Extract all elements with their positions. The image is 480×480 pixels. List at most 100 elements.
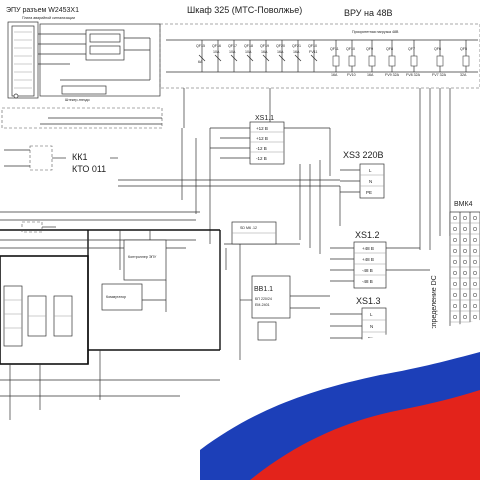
svg-text:QF19: QF19 <box>260 44 269 48</box>
svg-text:FV7 32A: FV7 32A <box>432 73 447 77</box>
kk1-title: КК1 <box>72 152 88 162</box>
svg-text:QF5: QF5 <box>460 47 467 51</box>
svg-text:16A: 16A <box>261 50 268 54</box>
svg-text:N: N <box>370 324 373 329</box>
breaker: QF16 10A <box>212 40 222 72</box>
breaker: QF6 FV7 32A <box>432 40 447 77</box>
terminal-point <box>472 314 478 320</box>
terminal-point <box>472 248 478 254</box>
svg-text:L: L <box>370 312 373 317</box>
terminal-point <box>452 314 458 320</box>
svg-text:+48 В: +48 В <box>362 246 374 251</box>
terminal-point <box>462 281 468 287</box>
epu-subtitle: Плата аварийной сигнализации <box>22 16 75 20</box>
middle-wiring <box>0 127 341 270</box>
svg-text:QF21: QF21 <box>292 44 301 48</box>
switch-module: Коммутатор <box>101 280 167 312</box>
breaker: QF18 10A <box>244 40 254 72</box>
svg-text:16A: 16A <box>293 50 300 54</box>
svg-text:-12 В: -12 В <box>256 156 267 161</box>
svg-text:N: N <box>369 179 372 184</box>
xs1-2-connector: XS1.2 +48 В +48 В -48 В -48 В <box>330 230 430 289</box>
vmk4-title: ВМК4 <box>454 201 473 208</box>
terminal-point <box>472 215 478 221</box>
xs1-1-connector: XS1.1 +12 В +12 В -12 В -12 В <box>210 115 285 165</box>
kk1-thermostat: КК1 КТО 011 <box>4 145 118 174</box>
svg-text:QF10: QF10 <box>346 47 355 51</box>
xs1-1-title: XS1.1 <box>255 115 274 122</box>
terminal-point <box>462 314 468 320</box>
bb1-1-power-supply: BB1.1 БП 220/24 ЕМ-2401 <box>239 244 330 360</box>
svg-text:10A: 10A <box>213 50 220 54</box>
terminal-point <box>462 248 468 254</box>
breaker: QF9 16A <box>366 40 376 77</box>
bb1-1-title: BB1.1 <box>254 286 273 293</box>
bb1-1-line2: ЕМ-2401 <box>255 303 270 307</box>
breaker: QF11 16A <box>330 40 340 77</box>
breaker: QF10 FV10 <box>346 40 356 77</box>
svg-text:6A: 6A <box>198 60 203 64</box>
breaker: QF8 FV9 32A <box>385 40 400 77</box>
vru-note: Приоритетная нагрузка 48В <box>352 30 399 34</box>
terminal-point <box>452 259 458 265</box>
lower-wiring <box>0 350 220 420</box>
switch-label: Коммутатор <box>106 295 126 299</box>
svg-text:+48 В: +48 В <box>362 257 374 262</box>
terminal-point <box>462 226 468 232</box>
xs3-220v-connector: XS3 220В L N PE <box>340 150 385 199</box>
cabinet-title: Шкаф 325 (МТС-Поволжье) <box>187 5 302 15</box>
terminal-point <box>452 281 458 287</box>
controller-label: Контроллер ЭПУ <box>128 255 157 259</box>
terminal-point <box>462 237 468 243</box>
russian-flag-ribbon <box>180 320 480 480</box>
breaker: QF7 FV8 32A <box>406 40 421 77</box>
terminal-point <box>462 259 468 265</box>
epu-footnote: Штекер-гнездо <box>65 98 90 102</box>
terminal-point <box>452 303 458 309</box>
svg-text:-48 В: -48 В <box>362 268 373 273</box>
epu-connector-block: ЭПУ разъем W2453X1 Плата аварийной сигна… <box>6 7 161 102</box>
svg-text:10A: 10A <box>229 50 236 54</box>
sd-label: SD M6 .12 <box>240 226 257 230</box>
svg-text:FV10: FV10 <box>347 73 356 77</box>
svg-text:16A: 16A <box>331 73 338 77</box>
breaker: QF10 FV11 <box>308 40 317 72</box>
svg-text:16A: 16A <box>277 50 284 54</box>
svg-text:L: L <box>369 168 372 173</box>
svg-text:FV8 32A: FV8 32A <box>406 73 421 77</box>
vru-panel <box>159 23 480 89</box>
terminal-point <box>452 237 458 243</box>
terminal-point <box>452 270 458 276</box>
terminal-point <box>452 226 458 232</box>
vmk4-vertical-label: Распределение DC <box>431 275 438 338</box>
terminal-point <box>472 270 478 276</box>
terminal-point <box>472 237 478 243</box>
vru-breakers-bottom: QF11 16A QF10 FV10 QF9 16A QF8 FV9 32A Q… <box>330 40 470 77</box>
breaker: QF15 6A <box>196 40 206 72</box>
svg-text:QF10: QF10 <box>308 44 317 48</box>
terminal-point <box>452 248 458 254</box>
terminal-point <box>472 292 478 298</box>
terminal-point <box>452 215 458 221</box>
terminal-point <box>472 259 478 265</box>
vru-breakers-top: QF15 6A QF16 10A QF17 10A QF18 10A QF19 … <box>196 40 317 72</box>
vru-title: ВРУ на 48В <box>344 8 393 18</box>
svg-text:FV9 32A: FV9 32A <box>385 73 400 77</box>
svg-text:16A: 16A <box>367 73 374 77</box>
terminal-point <box>452 292 458 298</box>
svg-text:FV11: FV11 <box>309 50 317 54</box>
svg-text:32A: 32A <box>460 73 467 77</box>
svg-text:10A: 10A <box>245 50 252 54</box>
xs1-2-title: XS1.2 <box>355 230 380 240</box>
controller-module: Контроллер ЭПУ <box>123 239 167 281</box>
terminal-point <box>462 292 468 298</box>
svg-text:QF16: QF16 <box>212 44 221 48</box>
xs3-title: XS3 220В <box>343 150 384 160</box>
svg-text:QF6: QF6 <box>434 47 441 51</box>
vru-feeders <box>183 88 451 250</box>
terminal-point <box>462 303 468 309</box>
terminal-point <box>472 303 478 309</box>
breaker: QF19 16A <box>260 40 270 72</box>
